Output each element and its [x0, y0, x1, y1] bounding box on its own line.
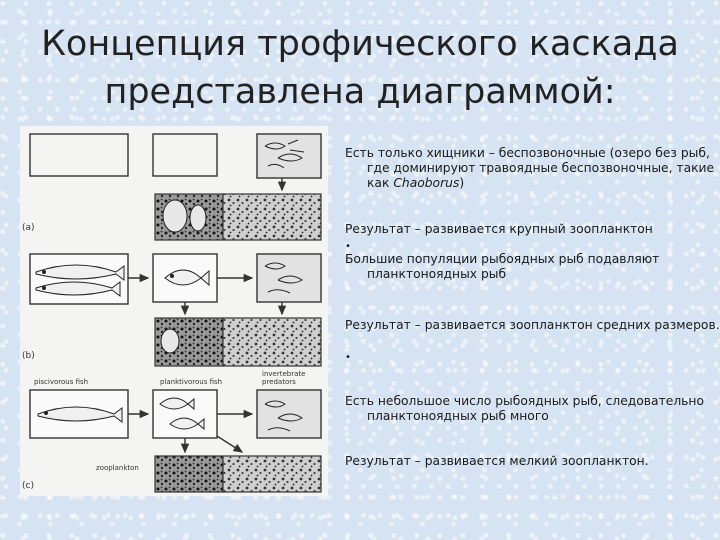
empty-box-planktivore-a	[152, 133, 218, 177]
invertebrate-box-c	[256, 389, 322, 439]
paragraph-piscivores-suppress: Большие популяции рыбоядных рыб подавляю…	[345, 252, 660, 281]
slide-title: Концепция трофического каскада представл…	[20, 20, 700, 116]
figure-drawing: (a) (b) piscivorous fish planktivorous f…	[22, 133, 322, 493]
slide-title-line-1: Концепция трофического каскада	[41, 24, 679, 64]
panel-label-a: (a)	[22, 223, 35, 233]
invertebrate-box-b	[256, 253, 322, 303]
daphnia-medium-b	[160, 328, 180, 354]
paragraph-result-medium: Результат – развивается зоопланктон сред…	[345, 318, 720, 332]
planktivore-fish-sketch-c	[159, 397, 205, 431]
chaoborus-italic: Chaoborus	[393, 176, 460, 190]
paragraph-few-piscivores: Есть небольшое число рыбоядных рыб, след…	[345, 394, 704, 423]
invertebrate-sketch-a	[264, 139, 305, 169]
invertebrate-sketch-b	[264, 262, 303, 294]
zooplankton-box-a-right	[222, 193, 322, 241]
label-zooplankton: zooplankton	[96, 464, 139, 472]
zooplankton-box-b-right	[222, 317, 322, 367]
label-piscivorous-fish: piscivorous fish	[34, 378, 88, 386]
slide-title-line-2: представлена диаграммой:	[104, 72, 616, 112]
zooplankton-box-c-right	[222, 455, 322, 493]
planktivore-fish-sketch-b	[164, 269, 210, 287]
paragraph-result-small: Результат – развивается мелкий зоопланкт…	[345, 454, 649, 468]
panel-label-b: (b)	[22, 351, 35, 361]
label-planktivorous-fish: planktivorous fish	[160, 378, 222, 386]
paragraph-result-large: Результат – развивается крупный зоопланк…	[345, 222, 653, 236]
trophic-cascade-figure: (a) (b) piscivorous fish planktivorous f…	[20, 126, 328, 496]
paragraph-only-invertebrates: Есть только хищники – беспозвоночные (оз…	[345, 146, 720, 191]
bullet-1: •	[345, 241, 351, 252]
daphnia-large-a	[162, 199, 188, 233]
pike-fish-sketch-c	[37, 406, 123, 423]
empty-box-piscivore-a	[29, 133, 129, 177]
pike-fish-sketch-b	[35, 264, 125, 297]
invertebrate-box-a	[256, 133, 322, 179]
invertebrate-sketch-c	[264, 400, 303, 432]
daphnia-medium-a	[189, 204, 207, 232]
p1-suffix: )	[459, 176, 465, 190]
zooplankton-box-c-left	[154, 455, 224, 493]
arrow-c-diagonal	[216, 435, 244, 453]
p1-text: Есть только хищники – беспозвоночные (оз…	[345, 146, 715, 190]
bullet-2: •	[345, 352, 351, 363]
label-predators: predators	[262, 378, 296, 386]
panel-label-c: (c)	[22, 481, 34, 491]
planktivore-box-c	[152, 389, 218, 439]
label-invertebrate: invertebrate	[262, 370, 305, 378]
